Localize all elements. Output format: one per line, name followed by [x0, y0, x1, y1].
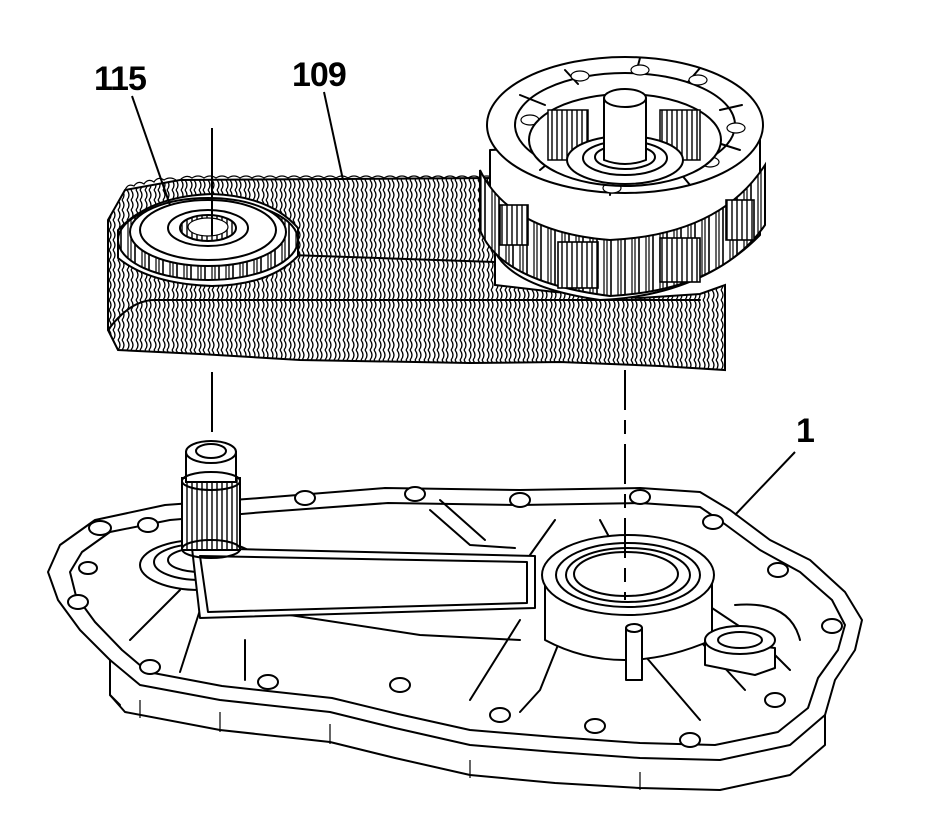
transfer-case-housing	[47, 486, 863, 791]
assembly-centerlines	[211, 128, 626, 600]
front-output-sprocket	[117, 193, 299, 287]
leader-lines	[131, 91, 796, 516]
front-output-shaft	[181, 440, 241, 559]
oil-pickup-screen	[191, 547, 536, 619]
callout-109: 109	[292, 56, 347, 94]
planetary-carrier-assembly	[479, 56, 766, 301]
callout-1: 1	[796, 412, 815, 450]
callout-115: 115	[94, 60, 147, 98]
